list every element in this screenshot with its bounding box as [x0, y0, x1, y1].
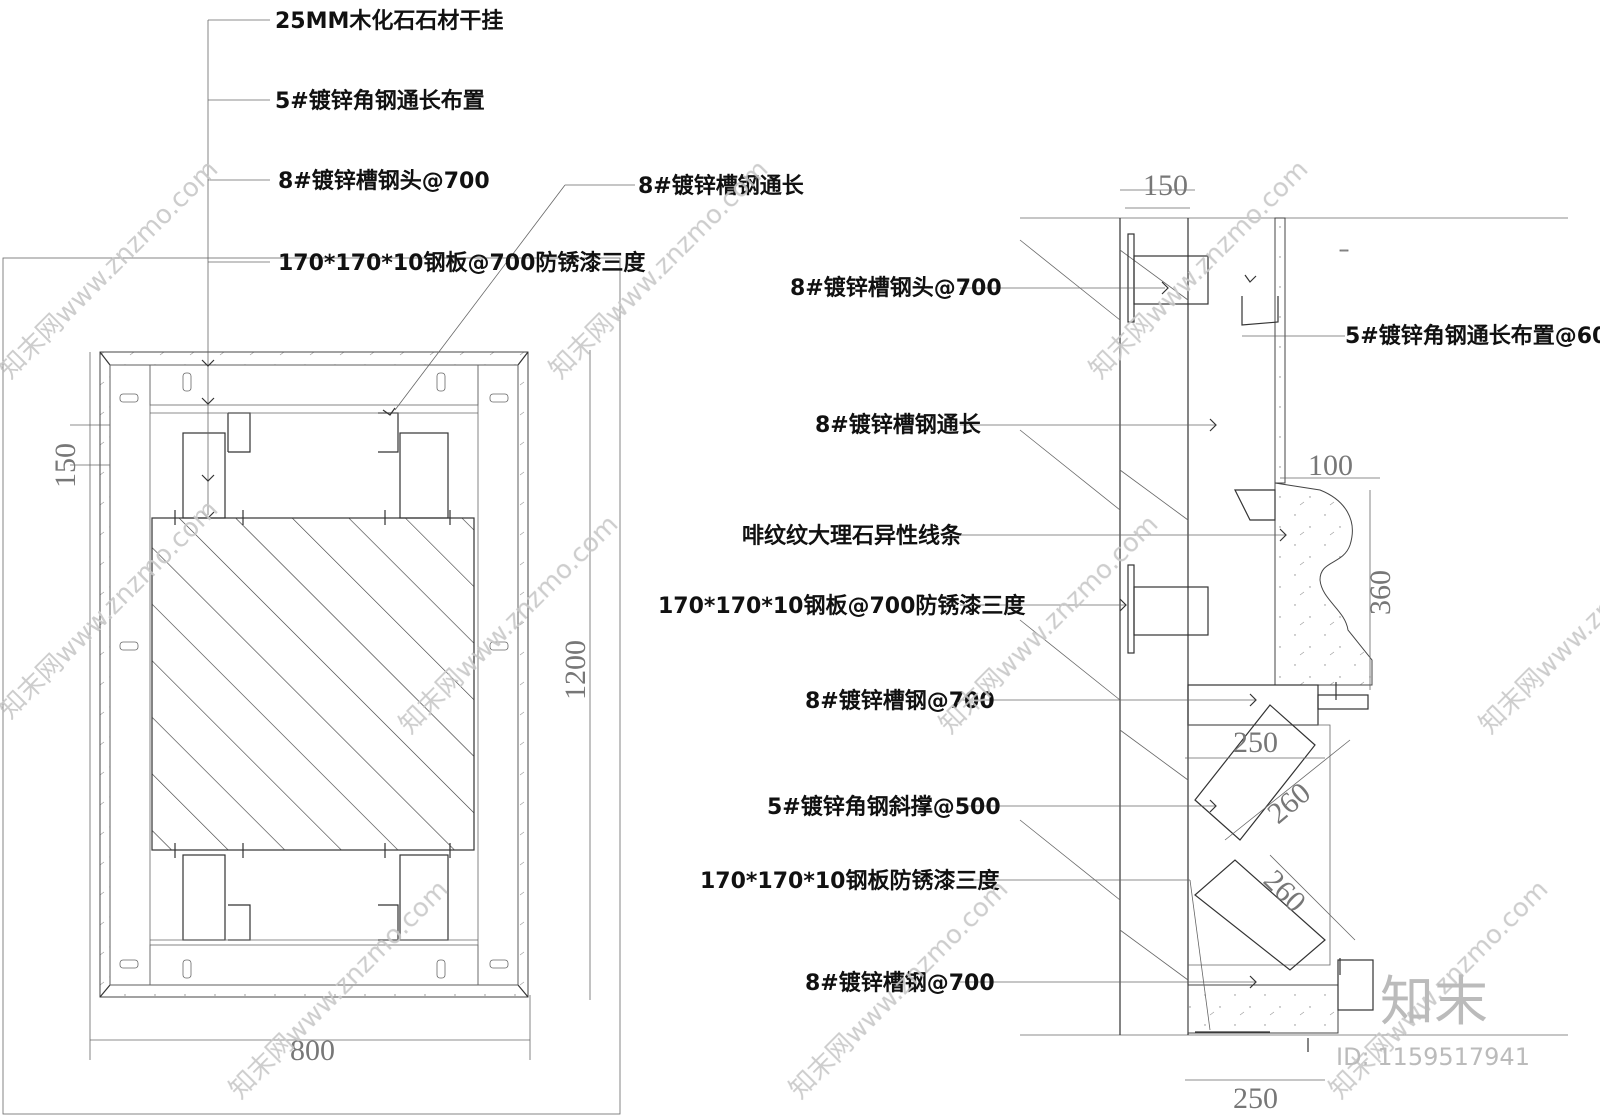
dim-right-250-top: 250 — [1233, 726, 1278, 759]
dim-left-800: 800 — [290, 1034, 335, 1067]
left-elevation — [2, 19, 635, 1115]
dim-right-260-a: 260 — [1261, 776, 1317, 830]
right-label-2: 8#镀锌槽钢通长 — [815, 412, 982, 438]
left-top-label: 8#镀锌槽钢通长 — [638, 173, 805, 199]
dim-left-150: 150 — [49, 443, 82, 488]
stone-slab — [151, 517, 475, 851]
right-label-8: 8#镀锌槽钢@700 — [805, 970, 995, 996]
right-label-7: 170*170*10钢板防锈漆三度 — [700, 868, 1000, 894]
dim-left-1200: 1200 — [559, 640, 592, 700]
left-label-4: 170*170*10钢板@700防锈漆三度 — [278, 250, 646, 276]
right-label-3: 啡纹纹大理石异性线条 — [742, 523, 963, 549]
left-label-1: 25MM木化石石材干挂 — [275, 8, 503, 34]
watermark-text: 知末网www.znzmo.com — [1474, 509, 1600, 740]
right-side-label: 5#镀锌角钢通长布置@600 — [1345, 323, 1600, 349]
angle-brace-2 — [1194, 859, 1326, 971]
watermark-text: 知末网www.znzmo.com — [934, 509, 1165, 740]
angle-brace-1 — [1194, 704, 1316, 841]
right-section — [960, 189, 1568, 1081]
dim-right-100: 100 — [1308, 449, 1353, 482]
dim-right-360: 360 — [1364, 570, 1397, 615]
watermark-logo: 知末 — [1380, 970, 1488, 1033]
dim-right-260-b: 260 — [1257, 864, 1312, 919]
right-label-4: 170*170*10钢板@700防锈漆三度 — [658, 593, 1026, 619]
right-label-6: 5#镀锌角钢斜撑@500 — [767, 794, 1001, 820]
watermark-id: ID: 1159517941 — [1336, 1043, 1530, 1071]
outer-border — [2, 257, 621, 1115]
marble-moulding — [1274, 482, 1373, 686]
right-label-1: 8#镀锌槽钢头@700 — [790, 275, 1002, 301]
right-label-5: 8#镀锌槽钢@700 — [805, 688, 995, 714]
left-label-3: 8#镀锌槽钢头@700 — [278, 168, 490, 194]
dim-right-150: 150 — [1143, 169, 1188, 202]
dim-right-250-bottom: 250 — [1233, 1082, 1278, 1115]
watermark-text: 知末网www.znzmo.com — [0, 154, 224, 385]
left-label-2: 5#镀锌角钢通长布置 — [275, 88, 485, 114]
